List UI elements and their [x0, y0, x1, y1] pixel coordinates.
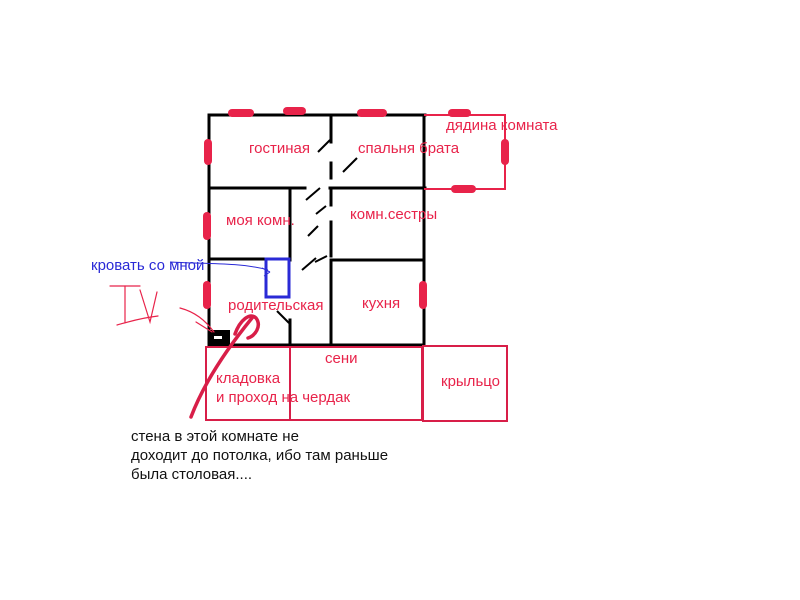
label-uncle-room: дядина комната [446, 117, 558, 134]
label-hallway: сени [325, 350, 358, 367]
doors [276, 139, 358, 324]
label-bed: кровать со мной [91, 257, 205, 274]
tv-scribble [109, 285, 215, 333]
door-parents [276, 310, 290, 324]
added-rooms [205, 345, 508, 422]
note-line-3: была столовая.... [131, 466, 253, 483]
note-line-1: стена в этой комнате не [131, 428, 299, 445]
note-line-2: доходит до потолка, ибо там раньше [131, 447, 389, 464]
label-kitchen: кухня [362, 295, 401, 312]
label-brother-bedroom: спальня брата [358, 140, 460, 157]
label-porch: крыльцо [441, 373, 501, 390]
bed-pointer [169, 261, 271, 277]
porch-room [422, 345, 508, 422]
label-storage-1: кладовка [216, 370, 281, 387]
label-living-room: гостиная [249, 140, 310, 157]
door-hall-sister [315, 205, 327, 215]
door-living-brother [317, 139, 331, 153]
uncle-room-outline [424, 114, 506, 190]
label-sister-room: комн.сестры [350, 206, 438, 223]
bed-marker [264, 257, 291, 299]
label-my-room: моя комн. [226, 212, 295, 229]
tv-screen [214, 336, 222, 339]
door-hall-kitchen [301, 257, 317, 271]
door-kitchen [314, 255, 328, 263]
note-arrow [189, 314, 261, 419]
door-brother-hall [342, 157, 358, 173]
note-text: стена в этой комнате не доходит до потол… [131, 427, 388, 484]
label-storage-2: и проход на чердак [216, 389, 351, 406]
label-parents-room: родительская [228, 297, 324, 314]
door-living-hall [305, 187, 321, 201]
door-sister-hall [307, 225, 319, 237]
